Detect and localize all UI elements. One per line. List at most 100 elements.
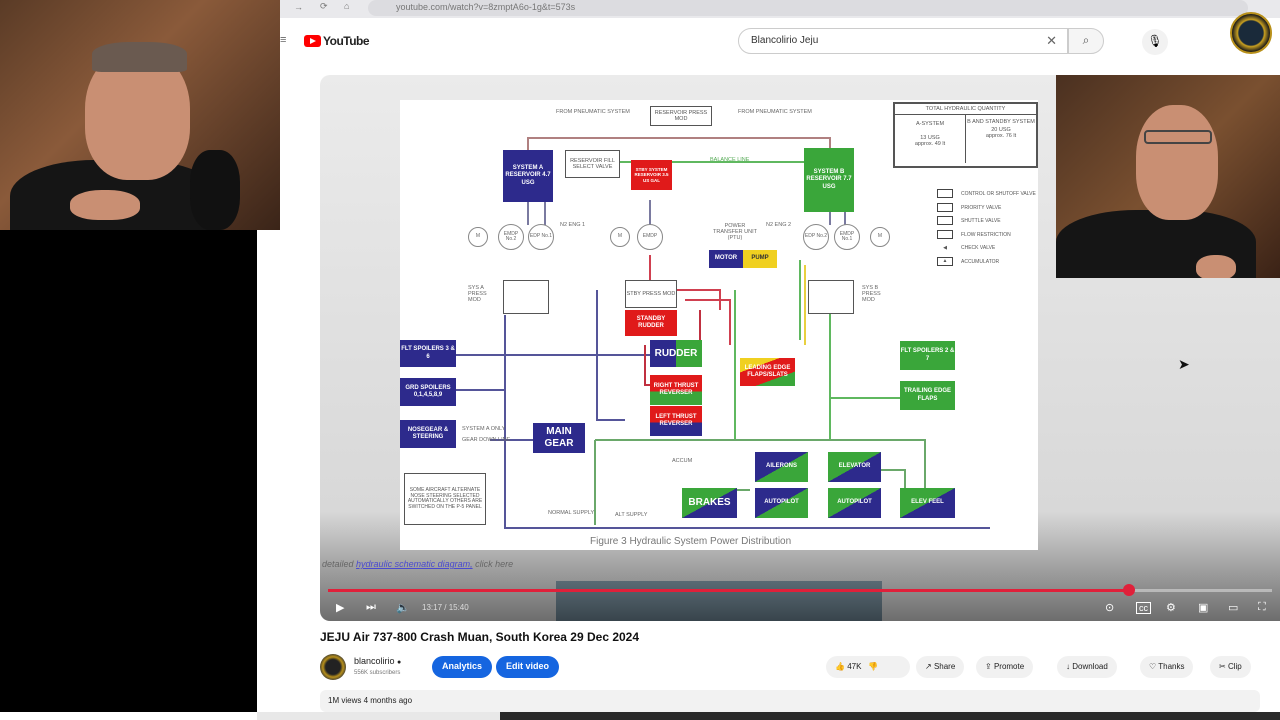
forward-icon[interactable]: → bbox=[294, 2, 303, 12]
clip-label: Clip bbox=[1227, 662, 1242, 671]
description-box[interactable]: 1M views 4 months ago bbox=[320, 690, 1260, 712]
right-thrust-reverser: RIGHT THRUST REVERSER bbox=[650, 375, 702, 405]
progress-scrubber[interactable] bbox=[1122, 584, 1135, 596]
legend-label: CHECK VALVE bbox=[961, 245, 996, 251]
analytics-button[interactable]: Analytics bbox=[432, 656, 493, 678]
scissors-icon: ✂ bbox=[1219, 662, 1226, 671]
taskbar-left bbox=[257, 712, 500, 720]
miniplayer-icon[interactable]: ▣ bbox=[1198, 602, 1209, 614]
clip-button[interactable]: ✂ Clip bbox=[1210, 656, 1251, 678]
thanks-button[interactable]: ♡ Thanks bbox=[1140, 656, 1194, 678]
legend-label: FLOW RESTRICTION bbox=[961, 231, 1011, 238]
theater-mode-icon[interactable]: ▭ bbox=[1228, 602, 1239, 614]
legend: CONTROL OR SHUTOFF VALVE PRIORITY VALVE … bbox=[937, 188, 1036, 269]
stby-emdp: EMDP bbox=[637, 224, 663, 250]
fullscreen-icon[interactable]: ⛶ bbox=[1258, 601, 1266, 613]
motor-b-icon: M bbox=[870, 227, 890, 247]
share-button[interactable]: ↗ Share bbox=[916, 656, 965, 678]
channel-avatar[interactable] bbox=[320, 654, 346, 680]
settings-icon[interactable]: ⚙ bbox=[1166, 602, 1176, 614]
gear-down-line-label: GEAR DOWN LINE bbox=[462, 437, 511, 443]
thanks-label: Thanks bbox=[1158, 662, 1185, 671]
brakes: BRAKES bbox=[682, 488, 737, 518]
flt-spoilers-3-6: FLT SPOILERS 3 & 6 bbox=[400, 340, 456, 367]
rudder: RUDDER bbox=[650, 340, 702, 367]
youtube-logo[interactable]: YouTube bbox=[304, 34, 370, 48]
legend-item: ▲ACCUMULATOR bbox=[937, 256, 1036, 270]
browser-toolbar: → ⟳ ⌂ youtube.com/watch?v=8zmptA6o-1g&t=… bbox=[280, 0, 1280, 18]
next-icon[interactable]: ⏭ bbox=[366, 601, 376, 613]
elevator-feel: ELEV FEEL bbox=[900, 488, 955, 518]
search-input[interactable]: Blancolirio Jeju✕ bbox=[738, 28, 1068, 54]
figure-caption: Figure 3 Hydraulic System Power Distribu… bbox=[590, 536, 792, 547]
system-a-only-label: SYSTEM A ONLY bbox=[462, 426, 506, 432]
nosegear-steering: NOSEGEAR & STEERING bbox=[400, 420, 456, 448]
download-button[interactable]: ↓ Download bbox=[1057, 656, 1117, 678]
from-pneumatic-label-b: FROM PNEUMATIC SYSTEM bbox=[738, 109, 812, 115]
system-b-reservoir: SYSTEM B RESERVOIR 7.7 USG bbox=[804, 148, 854, 212]
progress-bar[interactable] bbox=[328, 584, 1272, 596]
thumbs-up-icon: 👍 bbox=[835, 662, 845, 671]
like-dislike-button[interactable]: 👍 47K 👎 bbox=[826, 656, 910, 678]
home-icon[interactable]: ⌂ bbox=[344, 1, 350, 11]
channel-name[interactable]: blancolirio ● bbox=[354, 656, 401, 666]
reload-icon[interactable]: ⟳ bbox=[320, 1, 328, 11]
video-title: JEJU Air 737-800 Crash Muan, South Korea… bbox=[320, 630, 640, 644]
person-hair bbox=[92, 42, 187, 72]
url-text: youtube.com/watch?v=8zmptA6o-1g&t=573s bbox=[396, 2, 576, 12]
emdp-1: EMDP No.1 bbox=[834, 224, 860, 250]
subtitles-icon[interactable]: cc bbox=[1136, 602, 1151, 614]
search-button[interactable]: ⌕ bbox=[1068, 28, 1104, 54]
clear-search-icon[interactable]: ✕ bbox=[1046, 33, 1057, 48]
account-avatar[interactable] bbox=[1230, 12, 1272, 54]
mouse-cursor-icon: ➤ bbox=[1178, 356, 1190, 372]
ptu-label: POWER TRANSFER UNIT (PTU) bbox=[713, 223, 757, 242]
legend-label: PRIORITY VALVE bbox=[961, 204, 1002, 211]
player-controls: ▶ ⏭ 🔈 13:17 / 15:40 ⊙ cc ⚙ ▣ ▭ ⛶ bbox=[320, 597, 1280, 619]
person-face bbox=[1136, 105, 1218, 220]
thumbs-down-icon[interactable]: 👎 bbox=[868, 662, 879, 671]
ptu-pump: PUMP bbox=[743, 250, 777, 268]
emdp-2: EMDP No.2 bbox=[498, 224, 524, 250]
a-quantity: 13 USG bbox=[920, 135, 940, 142]
views-and-date: 1M views 4 months ago bbox=[328, 696, 413, 705]
flt-spoilers-2-7: FLT SPOILERS 2 & 7 bbox=[900, 341, 955, 370]
webcam-right bbox=[1056, 75, 1280, 278]
ground-spoilers: GRD SPOILERS 0,1,4,5,8,9 bbox=[400, 378, 456, 406]
left-thrust-reverser: LEFT THRUST REVERSER bbox=[650, 406, 702, 436]
voice-search-icon[interactable]: 🎙 bbox=[1142, 29, 1168, 55]
autopilot-b: AUTOPILOT bbox=[828, 488, 881, 518]
accum-label: ACCUM bbox=[672, 458, 693, 464]
trailing-edge-flaps: TRAILING EDGE FLAPS bbox=[900, 381, 955, 410]
play-icon[interactable]: ▶ bbox=[336, 602, 345, 614]
menu-icon[interactable]: ≡ bbox=[280, 34, 287, 46]
reservoir-press-mod: RESERVOIR PRESS MOD bbox=[650, 106, 712, 126]
legend-item: PRIORITY VALVE bbox=[937, 202, 1036, 216]
legend-item: FLOW RESTRICTION bbox=[937, 229, 1036, 243]
leading-edge-flaps-slats: LEADING EDGE FLAPS/SLATS bbox=[740, 358, 795, 386]
legend-item: SHUTTLE VALVE bbox=[937, 215, 1036, 229]
caption-prefix: detailed bbox=[322, 559, 354, 569]
autoplay-toggle[interactable]: ⊙ bbox=[1105, 602, 1115, 614]
sys-b-press-label: SYS B PRESS MOD bbox=[862, 285, 881, 304]
elevator: ELEVATOR bbox=[828, 452, 881, 482]
time-display: 13:17 / 15:40 bbox=[422, 603, 469, 612]
sys-a-press-mod bbox=[503, 280, 549, 314]
glasses bbox=[1144, 130, 1212, 144]
edit-video-button[interactable]: Edit video bbox=[496, 656, 560, 678]
youtube-header: ≡ YouTube Blancolirio Jeju✕ ⌕ 🎙 bbox=[280, 26, 1280, 58]
system-a-reservoir: SYSTEM A RESERVOIR 4.7 USG bbox=[503, 150, 553, 202]
volume-icon[interactable]: 🔈 bbox=[396, 602, 410, 614]
taskbar bbox=[500, 712, 1280, 720]
legend-item: CONTROL OR SHUTOFF VALVE bbox=[937, 188, 1036, 202]
webcam-left bbox=[0, 0, 280, 230]
standby-rudder: STANDBY RUDDER bbox=[625, 310, 677, 336]
schematic-link[interactable]: hydraulic schematic diagram, bbox=[356, 559, 473, 569]
seek-preview-thumbnail bbox=[556, 581, 882, 621]
promote-label: Promote bbox=[993, 662, 1025, 671]
address-bar[interactable]: youtube.com/watch?v=8zmptA6o-1g&t=573s bbox=[368, 0, 1248, 16]
logo-text: YouTube bbox=[323, 34, 370, 48]
video-player[interactable]: FROM PNEUMATIC SYSTEM RESERVOIR PRESS MO… bbox=[320, 75, 1280, 621]
promote-button[interactable]: ⇪ Promote bbox=[976, 656, 1034, 678]
legend-label: SHUTTLE VALVE bbox=[961, 218, 1001, 224]
